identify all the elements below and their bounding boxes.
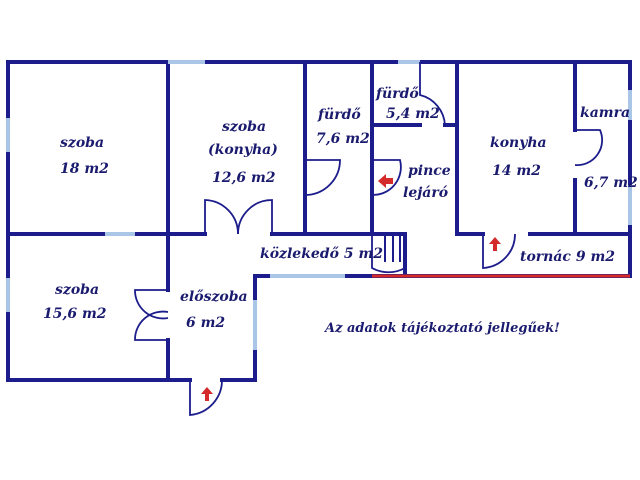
room-sublabel: (konyha) bbox=[208, 142, 278, 158]
room-area: 18 m2 bbox=[60, 161, 109, 177]
windows bbox=[6, 60, 632, 350]
room-area: 12,6 m2 bbox=[212, 170, 276, 186]
room-area: 6 m2 bbox=[186, 315, 225, 331]
room-label: tornác 9 m2 bbox=[520, 249, 615, 265]
room-label: konyha bbox=[490, 135, 547, 151]
room-label: kamra bbox=[580, 105, 630, 121]
room-area: 6,7 m2 bbox=[584, 175, 638, 191]
room-label: közlekedő 5 m2 bbox=[260, 246, 383, 262]
room-area: 5,4 m2 bbox=[386, 106, 440, 122]
room-label: szoba bbox=[222, 119, 266, 135]
room-label: szoba bbox=[55, 282, 99, 298]
arrow-up-icon bbox=[489, 237, 501, 251]
arrow-up-icon bbox=[201, 387, 213, 401]
room-label: előszoba bbox=[180, 289, 248, 305]
room-label: szoba bbox=[60, 135, 104, 151]
room-area: 14 m2 bbox=[492, 163, 541, 179]
room-sublabel: lejáró bbox=[403, 185, 448, 201]
room-label: pince bbox=[408, 163, 451, 179]
room-area: 15,6 m2 bbox=[43, 306, 107, 322]
room-label: fürdő bbox=[375, 86, 419, 102]
walls bbox=[6, 60, 632, 382]
arrow-left-icon bbox=[378, 174, 393, 188]
disclaimer-note: Az adatok tájékoztató jellegűek! bbox=[323, 321, 560, 336]
room-labels: szoba 18 m2 szoba (konyha) 12,6 m2 fürdő… bbox=[43, 86, 638, 331]
room-label: fürdő bbox=[317, 107, 361, 123]
room-area: 7,6 m2 bbox=[316, 131, 370, 147]
entry-arrows bbox=[201, 174, 501, 401]
doors bbox=[134, 62, 603, 416]
